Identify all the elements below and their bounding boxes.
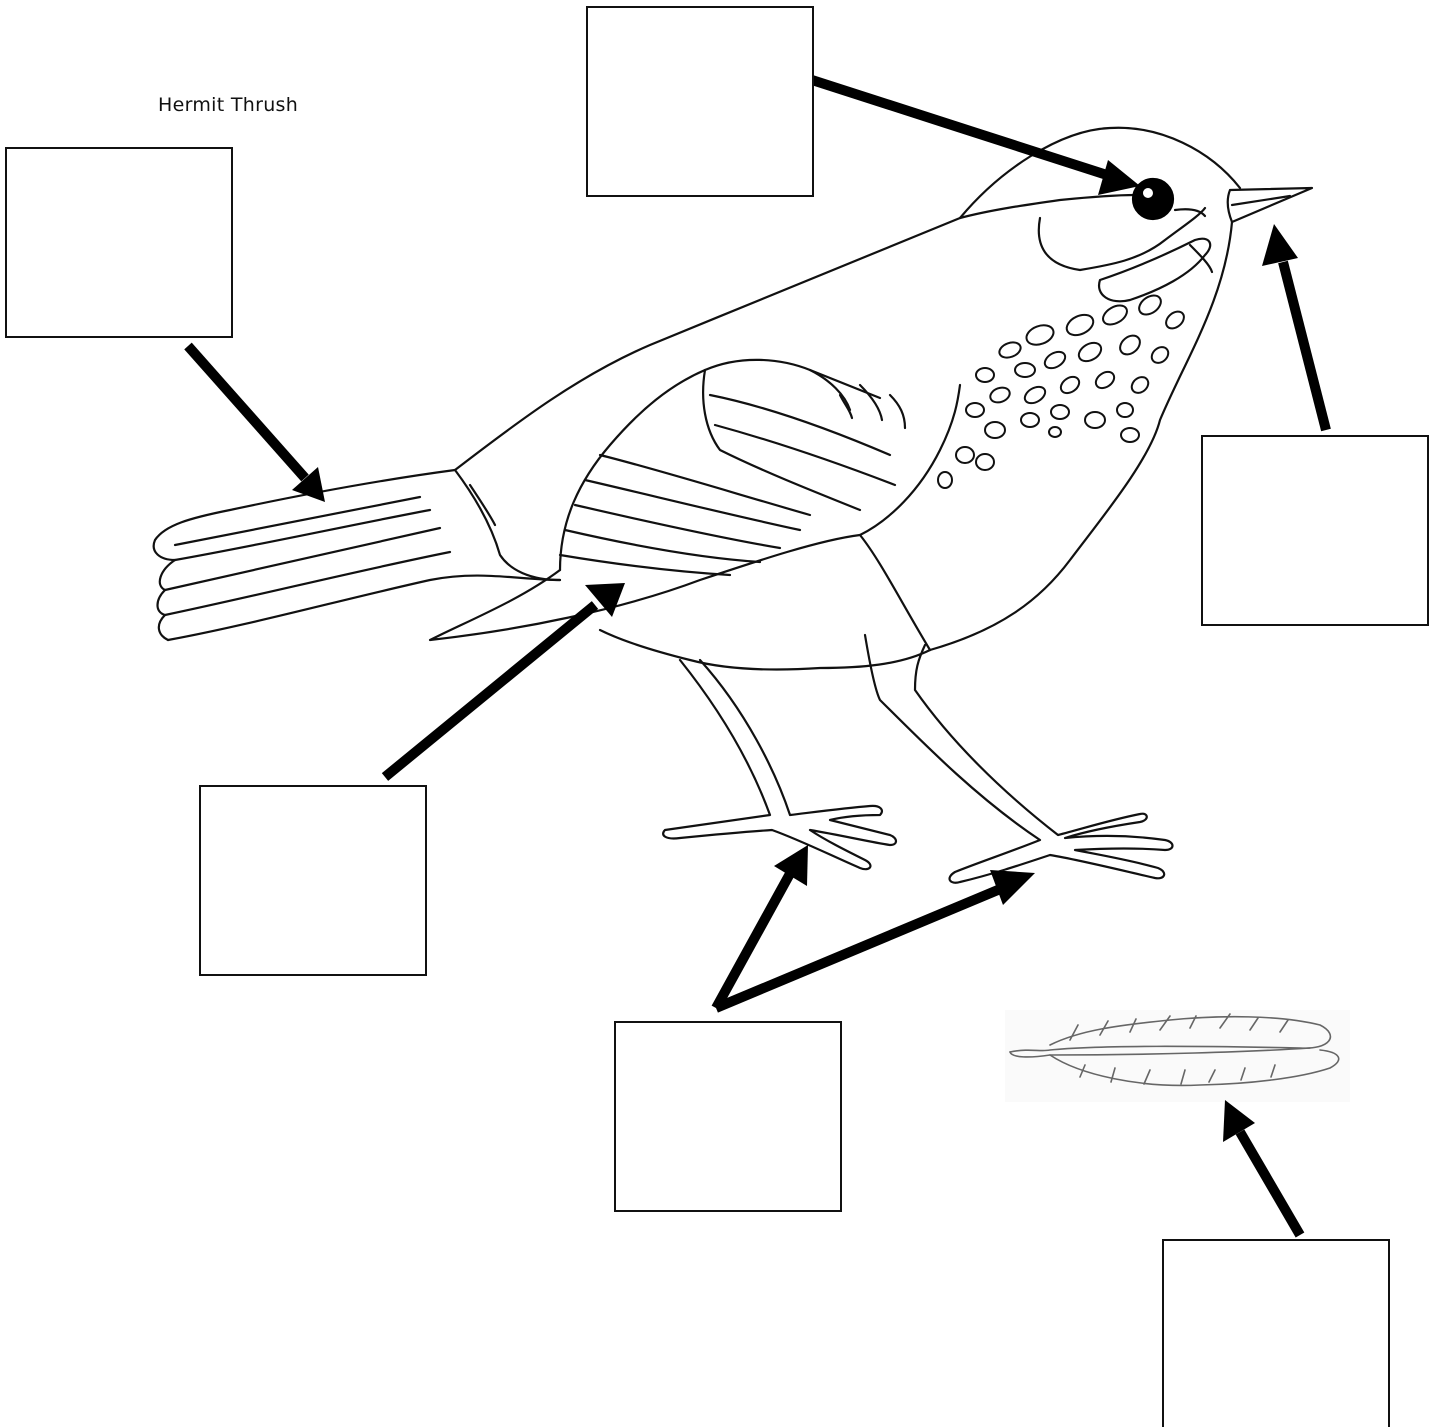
bird-wing [430, 360, 960, 650]
arrow-feather [1240, 1132, 1300, 1235]
label-box-feet[interactable] [614, 1021, 842, 1212]
bird-tail [154, 470, 560, 640]
arrow-tail [188, 346, 305, 478]
bird-outline [455, 128, 1312, 670]
arrowhead-foot-right [990, 870, 1035, 905]
arrow-foot-right [716, 887, 1005, 1008]
label-box-eye[interactable] [586, 6, 814, 197]
label-box-wing[interactable] [199, 785, 427, 976]
arrow-beak [1283, 262, 1326, 430]
arrowhead-eye [1098, 160, 1140, 195]
arrow-wing [385, 605, 595, 777]
bird-beak [1228, 188, 1312, 222]
bird-belly [600, 630, 930, 670]
label-box-tail[interactable] [5, 147, 233, 338]
arrow-eye [812, 80, 1110, 176]
feather-image [1005, 1010, 1350, 1102]
bird-cap [960, 195, 1135, 218]
breast-spots [938, 292, 1187, 488]
bird-eye [1133, 179, 1173, 219]
bird-breast [930, 222, 1232, 650]
diagram-title: Hermit Thrush [158, 94, 298, 116]
arrowheads [292, 160, 1298, 1142]
label-box-feather[interactable] [1162, 1239, 1390, 1427]
arrowhead-beak [1262, 224, 1298, 266]
label-box-beak[interactable] [1201, 435, 1429, 626]
bird-legs [663, 635, 1172, 883]
